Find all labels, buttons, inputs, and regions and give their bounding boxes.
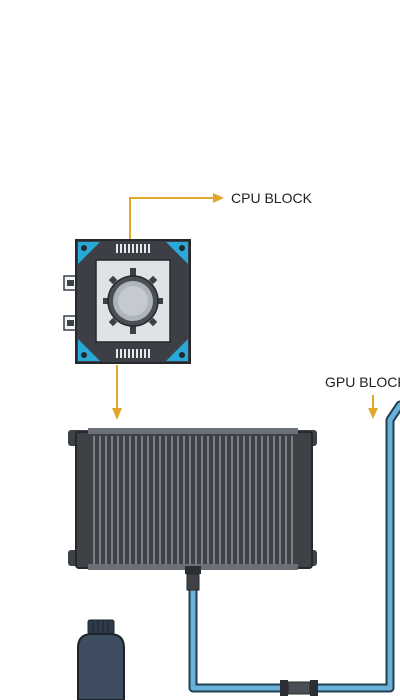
reservoir-icon	[77, 619, 125, 700]
cpu-block-icon	[63, 239, 191, 364]
pipe-coupling-icon	[280, 680, 318, 696]
gpu-block-label: GPU BLOCK	[325, 374, 400, 390]
gpu-label-arrow	[368, 395, 378, 419]
flow-arrow-cpu-to-radiator	[112, 365, 122, 420]
cpu-block-label: CPU BLOCK	[231, 190, 313, 206]
radiator-icon	[68, 428, 317, 591]
cpu-label-arrow	[129, 193, 224, 245]
coolant-tubing	[188, 400, 400, 693]
